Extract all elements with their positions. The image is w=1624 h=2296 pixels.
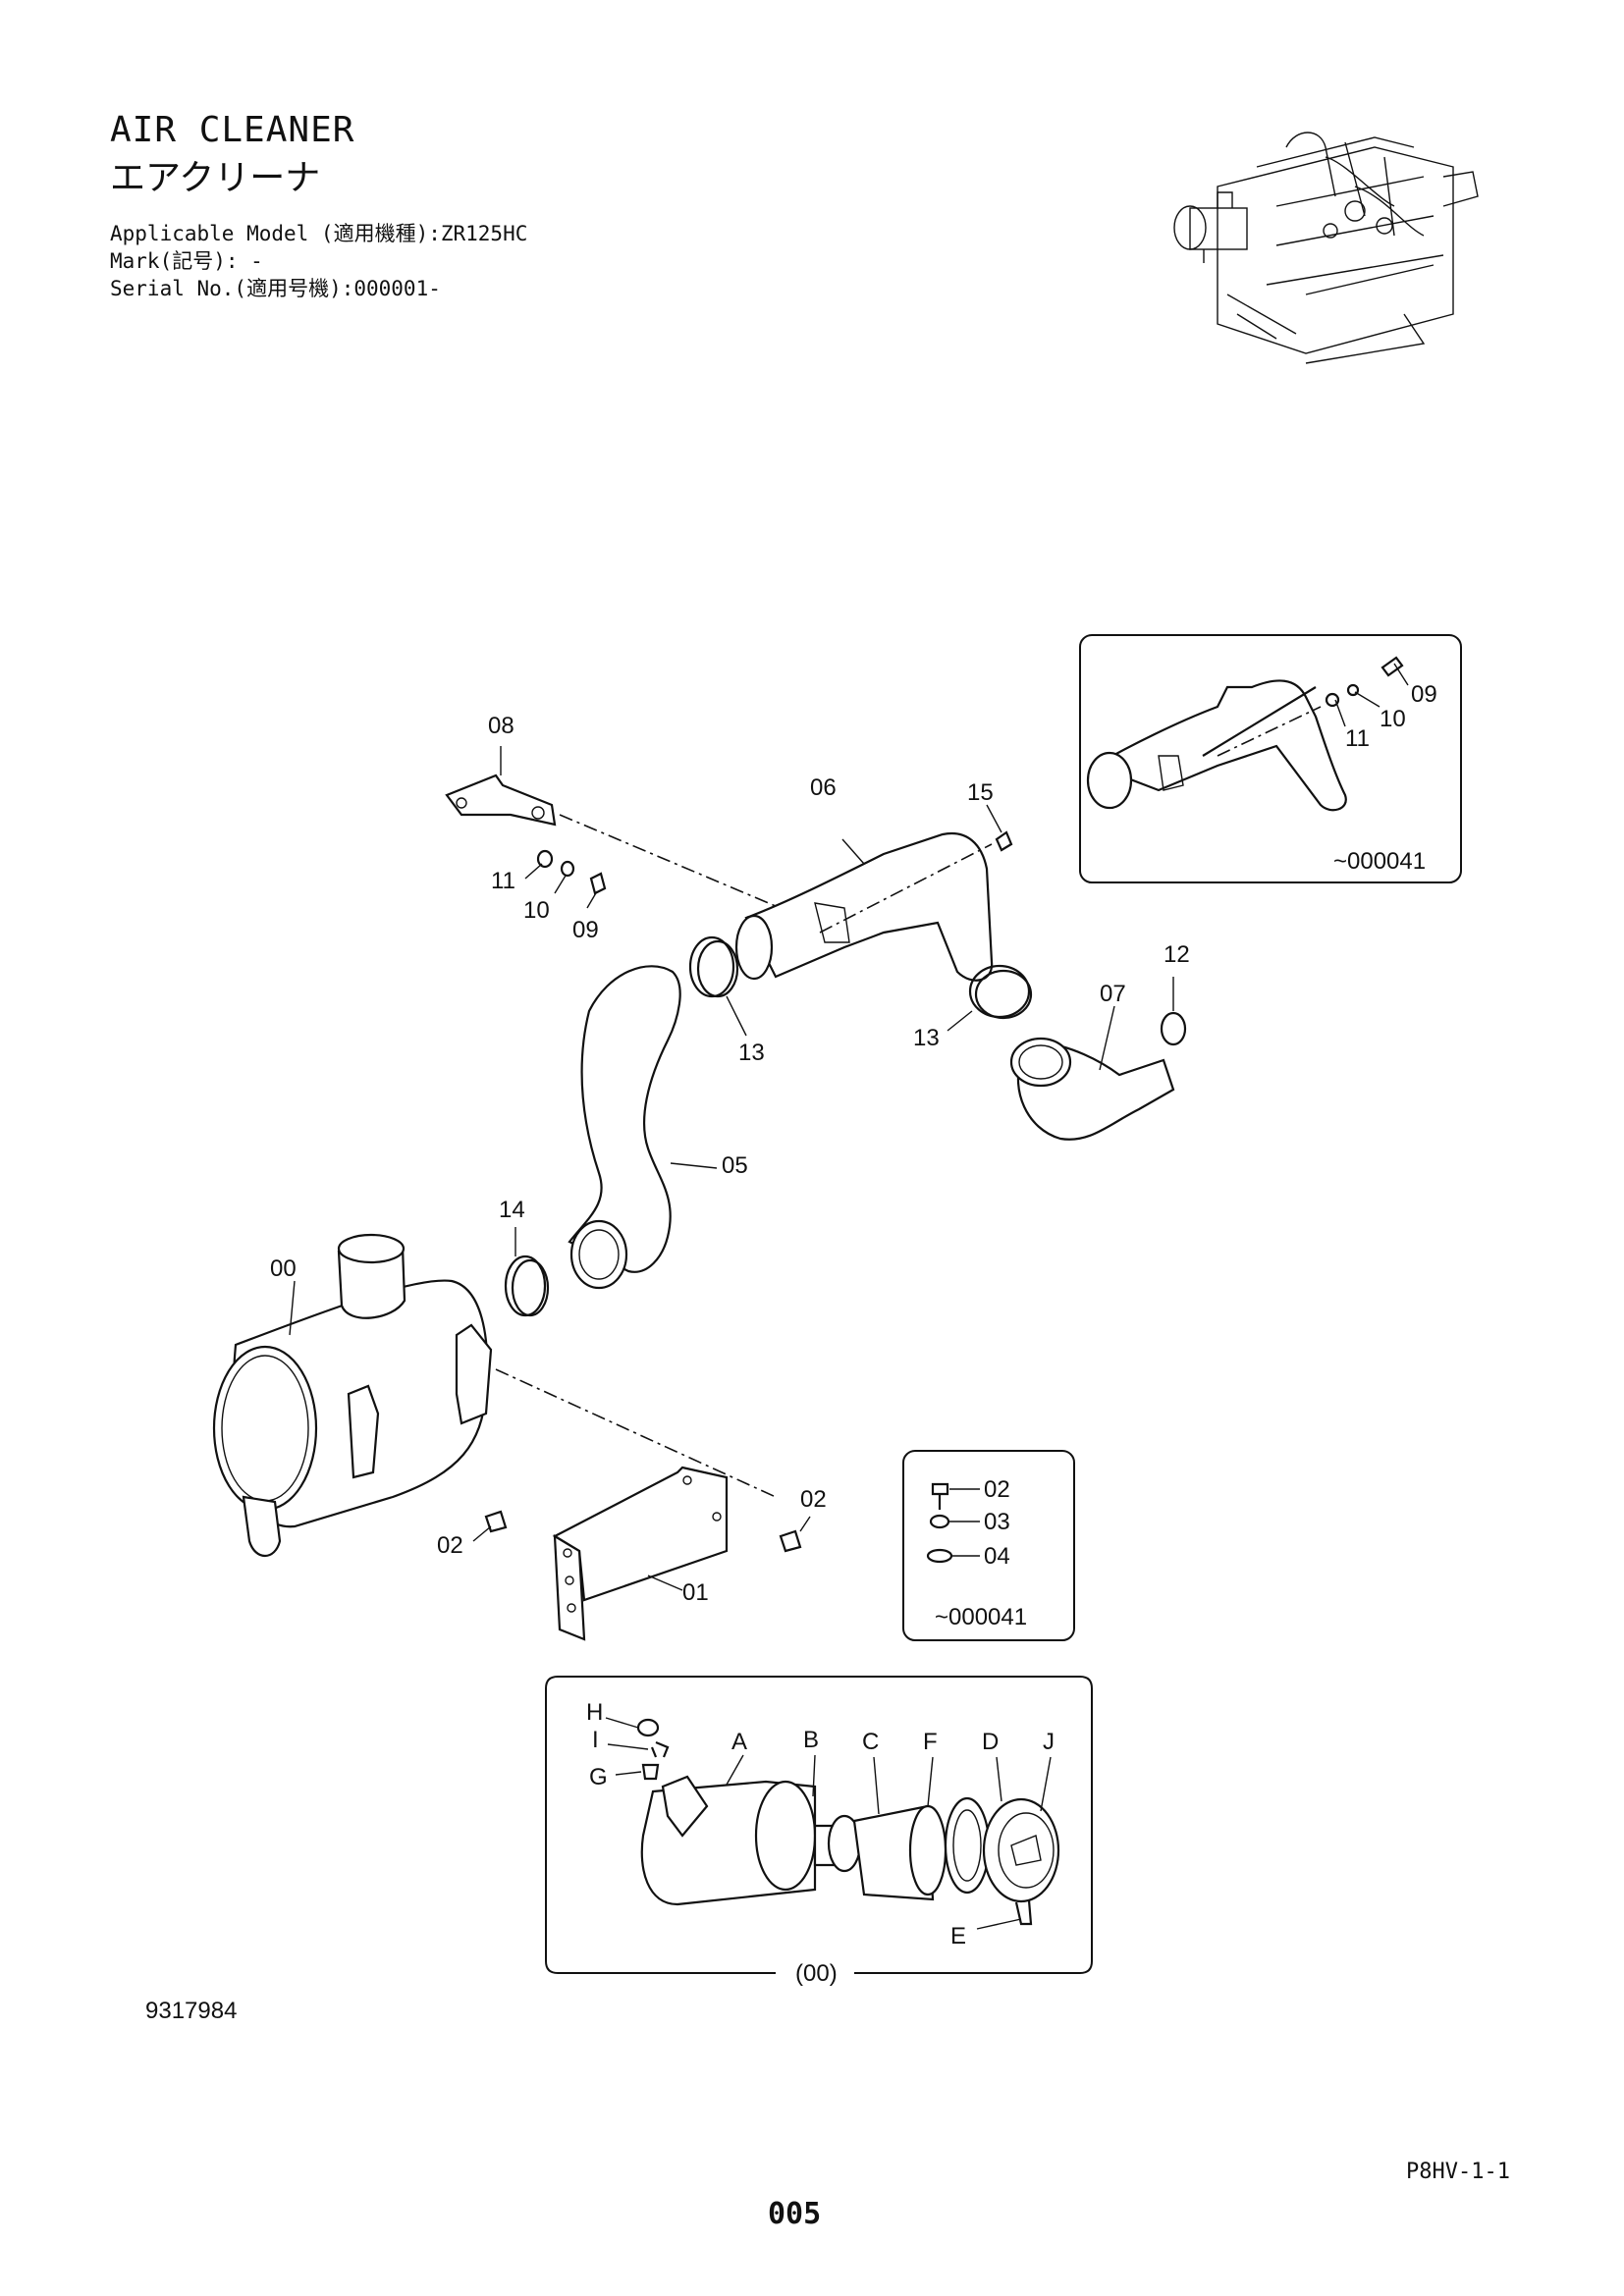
sub-label-B: B xyxy=(803,1727,819,1753)
label-02-left: 02 xyxy=(437,1532,463,1559)
intake-pipe-06: 06 15 xyxy=(734,774,1013,982)
page-code: P8HV-1-1 xyxy=(1406,2160,1510,2184)
sub-label-I: I xyxy=(592,1727,599,1753)
sub-label-H: H xyxy=(586,1699,603,1726)
title-english: AIR CLEANER xyxy=(110,110,355,150)
mark: Mark(記号): - xyxy=(110,249,263,273)
clamp-14: 14 xyxy=(499,1197,550,1317)
sub-label-A: A xyxy=(731,1729,747,1755)
inset-pipe-early-serial: 11 10 09 ~000041 xyxy=(1079,634,1462,883)
label-13-upper: 13 xyxy=(738,1040,765,1066)
inset1-label-11: 11 xyxy=(1345,725,1370,752)
label-11: 11 xyxy=(491,868,515,894)
label-09: 09 xyxy=(572,917,599,943)
applicable-model: Applicable Model (適用機種):ZR125HC xyxy=(110,222,528,245)
elbow-07: 07 12 xyxy=(1009,941,1190,1141)
inset2-label-03: 03 xyxy=(984,1509,1010,1535)
title-japanese: エアクリーナ xyxy=(110,158,321,198)
sub-label-D: D xyxy=(982,1729,999,1755)
clamp-13-upper: 13 xyxy=(688,935,765,1066)
label-00: 00 xyxy=(270,1255,297,1282)
bracket-01: 01 02 02 xyxy=(437,1466,827,1641)
page-number: 005 xyxy=(768,2197,822,2231)
sub-label-J: J xyxy=(1043,1729,1055,1755)
label-12: 12 xyxy=(1164,941,1190,968)
inset1-label-10: 10 xyxy=(1380,706,1406,732)
bracket-08: 08 11 10 09 xyxy=(445,713,816,943)
inset-fasteners-early-serial: 02 03 04 ~000041 xyxy=(902,1450,1075,1641)
sub-label-G: G xyxy=(589,1764,608,1790)
subassembly-caption: (00) xyxy=(795,1960,838,1987)
air-cleaner-exploded-view: (00) H I G A B xyxy=(545,1676,1093,1987)
figure-number: 9317984 xyxy=(145,1998,238,2024)
label-08: 08 xyxy=(488,713,514,739)
label-07: 07 xyxy=(1100,981,1126,1007)
inset2-label-04: 04 xyxy=(984,1543,1010,1570)
label-01: 01 xyxy=(682,1579,709,1606)
sub-label-E: E xyxy=(950,1923,966,1949)
inset1-label-09: 09 xyxy=(1411,681,1437,708)
serial-number: Serial No.(適用号機):000001- xyxy=(110,277,441,300)
label-02-right: 02 xyxy=(800,1486,827,1513)
label-13-lower: 13 xyxy=(913,1025,940,1051)
inset2-label-02: 02 xyxy=(984,1476,1010,1503)
hose-05: 05 xyxy=(568,965,748,1290)
label-06: 06 xyxy=(810,774,837,801)
air-cleaner-assembly-00: 00 xyxy=(212,1233,777,1558)
label-14: 14 xyxy=(499,1197,525,1223)
label-10: 10 xyxy=(523,897,550,924)
label-05: 05 xyxy=(722,1152,748,1179)
label-15: 15 xyxy=(967,779,994,806)
engine-locator-illustration xyxy=(1173,132,1479,364)
inset2-serial: ~000041 xyxy=(935,1604,1027,1630)
sub-label-C: C xyxy=(862,1729,879,1755)
sub-label-F: F xyxy=(923,1729,938,1755)
inset1-serial: ~000041 xyxy=(1333,848,1426,875)
clamp-13-lower: 13 xyxy=(913,964,1033,1051)
